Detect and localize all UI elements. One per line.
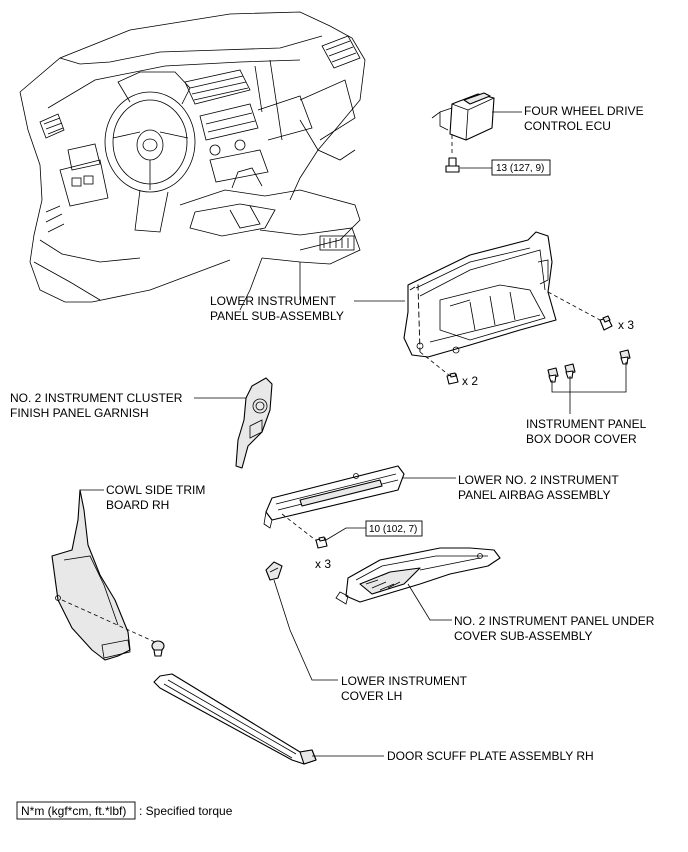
cowl-side-label-line1: COWL SIDE TRIM [106, 483, 205, 497]
lower-panel-label-line1: LOWER INSTRUMENT [210, 294, 337, 308]
scuff-plate-label: DOOR SCUFF PLATE ASSEMBLY RH [387, 749, 594, 763]
panel-right-qty: x 3 [618, 318, 634, 332]
instrument-panel-box-door-cover [547, 349, 631, 383]
ecu-label-line2: CONTROL ECU [524, 119, 611, 133]
door-scuff-plate-assembly [153, 673, 317, 765]
airbag-torque-value: 10 (102, 7) [369, 524, 417, 535]
airbag-label-line2: PANEL AIRBAG ASSEMBLY [458, 488, 611, 502]
cowl-side-label-line2: BOARD RH [106, 498, 169, 512]
airbag-torque-leader [325, 527, 366, 541]
panel-right-clip [599, 315, 613, 331]
airbag-label-line1: LOWER NO. 2 INSTRUMENT [458, 473, 619, 487]
cowl-clip-dashline [61, 599, 156, 643]
lower-cover-label-line1: LOWER INSTRUMENT [341, 674, 468, 688]
cluster-garnish-label-line1: NO. 2 INSTRUMENT CLUSTER [10, 391, 183, 405]
cowl-side-trim-board [51, 489, 131, 661]
lower-instrument-panel-airbag-assembly [263, 465, 405, 529]
four-wheel-drive-control-ecu [431, 92, 495, 141]
lower-instrument-cover-lh [265, 561, 283, 581]
panel-right-dashline [547, 291, 601, 321]
legend-description: : Specified torque [139, 804, 233, 818]
airbag-bolts-qty: x 3 [315, 557, 331, 571]
under-cover-label-line1: NO. 2 INSTRUMENT PANEL UNDER [454, 614, 655, 628]
airbag-bolt-dashline [281, 513, 319, 543]
panel-left-qty: x 2 [462, 374, 478, 388]
legend-unit: N*m (kgf*cm, ft.*lbf) [21, 804, 126, 818]
panel-left-screw [446, 372, 459, 385]
under-cover-label-line2: COVER SUB-ASSEMBLY [454, 629, 592, 643]
legend-unit-box [16, 801, 136, 820]
box-door-cover-leader [551, 362, 627, 414]
box-door-cover-label-line2: BOX DOOR COVER [526, 432, 637, 446]
dashboard-overview-illustration [19, 11, 366, 311]
ecu-label-line1: FOUR WHEEL DRIVE [524, 104, 644, 118]
ecu-bolt [445, 157, 460, 173]
airbag-bolt [315, 536, 328, 549]
airbag-torque-box [365, 520, 423, 537]
box-door-cover-label-line1: INSTRUMENT PANEL [526, 417, 647, 431]
ecu-torque-box [491, 159, 551, 176]
lower-panel-label-line2: PANEL SUB-ASSEMBLY [210, 309, 344, 323]
ecu-torque-value: 13 (127, 9) [496, 163, 544, 174]
lower-instrument-panel-sub-assembly [403, 231, 557, 358]
instrument-panel-under-cover [335, 547, 501, 605]
cluster-finish-panel-garnish [235, 377, 273, 469]
cowl-clip [151, 640, 165, 657]
under-cover-leader [407, 583, 452, 621]
lower-cover-label-line2: COVER LH [341, 689, 402, 703]
lower-cover-leader [273, 579, 338, 681]
cluster-garnish-label-line2: FINISH PANEL GARNISH [10, 406, 149, 420]
